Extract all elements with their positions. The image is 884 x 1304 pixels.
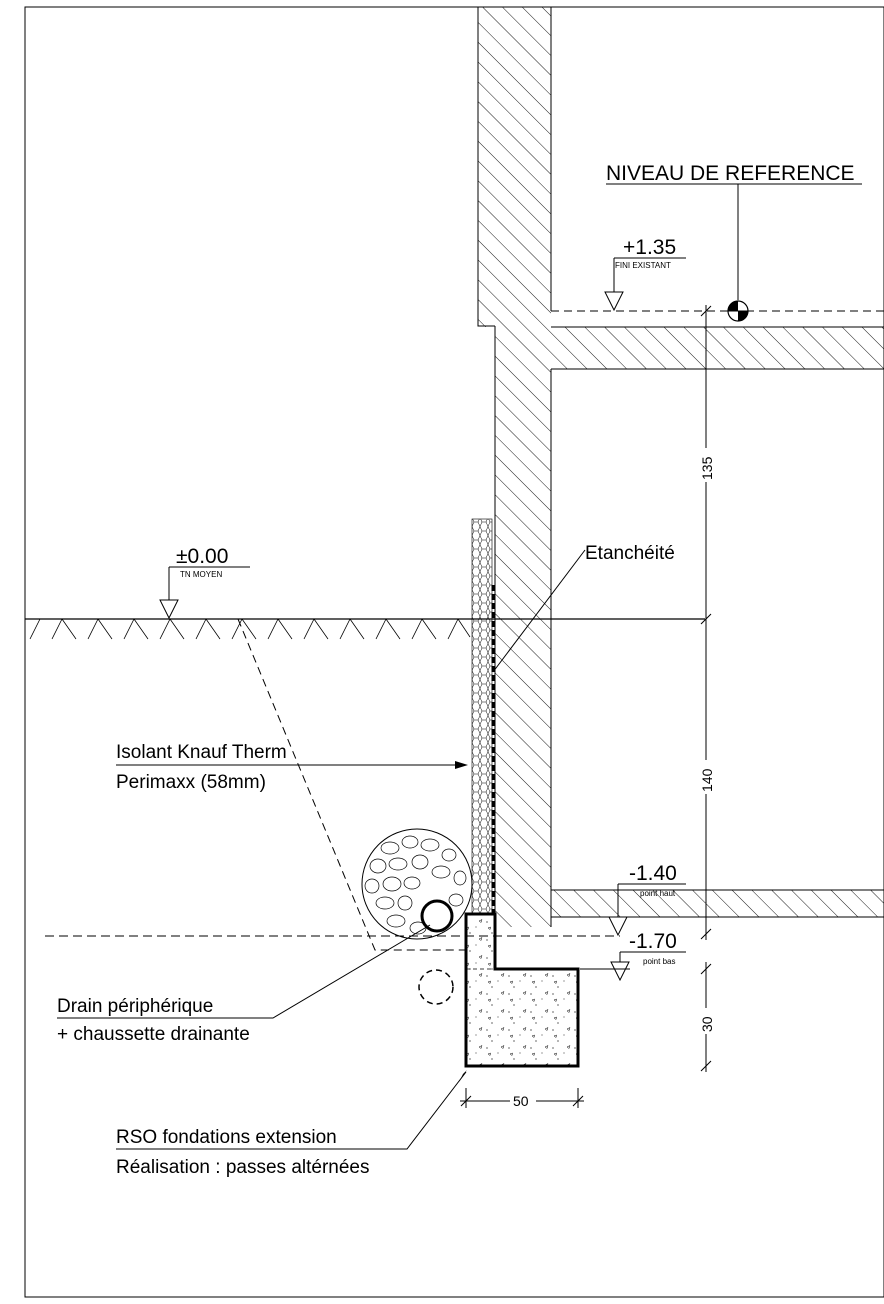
dim-140: 140	[699, 768, 715, 792]
rso-label-2: Réalisation : passes altérnées	[116, 1157, 369, 1178]
dim-30: 30	[699, 1016, 715, 1032]
gravel-drain-bed	[361, 828, 473, 940]
existing-wall-upper	[477, 7, 552, 327]
drain-callout: Drain périphérique + chaussette drainant…	[57, 924, 431, 1045]
level-low-sub: point bas	[643, 957, 675, 966]
foundation-wall	[494, 326, 552, 927]
dim-50: 50	[513, 1093, 529, 1109]
insulation-board	[471, 518, 493, 915]
level-zero-label: ±0.00	[176, 545, 228, 568]
footing-width-dimension: 50	[460, 1088, 584, 1109]
ground-line	[25, 618, 705, 640]
level-marker-low: -1.70 point bas	[580, 930, 686, 982]
drain-label-1: Drain périphérique	[57, 996, 213, 1017]
etancheite-callout: Etanchéité	[492, 543, 675, 673]
level-low-label: -1.70	[629, 930, 677, 953]
level-zero-sub: TN MOYEN	[180, 570, 222, 579]
level-marker-zero: ±0.00 TN MOYEN	[159, 545, 250, 620]
rso-callout: RSO fondations extension Réalisation : p…	[116, 1070, 467, 1178]
existing-floor-slab	[551, 310, 884, 370]
isolant-label-1: Isolant Knauf Therm	[116, 742, 287, 763]
drawing-frame	[24, 6, 884, 1298]
isolant-callout: Isolant Knauf Therm Perimaxx (58mm)	[116, 742, 468, 793]
etancheite-label: Etanchéité	[585, 543, 675, 564]
dim-135: 135	[699, 456, 715, 480]
isolant-label-2: Perimaxx (58mm)	[116, 772, 266, 793]
level-marker-mid: -1.40 point haut	[608, 862, 686, 937]
rso-label-1: RSO fondations extension	[116, 1127, 337, 1148]
drain-pipe-alt	[418, 969, 454, 1005]
reference-level: NIVEAU DE REFERENCE	[606, 162, 862, 322]
vertical-dimension: 135 140	[697, 305, 715, 940]
level-top-sub: FINI EXISTANT	[615, 261, 671, 270]
level-top-label: +1.35	[623, 236, 676, 259]
level-marker-top: +1.35 FINI EXISTANT	[604, 236, 686, 312]
drain-label-2: + chaussette drainante	[57, 1024, 250, 1045]
footing-height-dimension: 30	[697, 962, 715, 1072]
excavation-line	[237, 618, 466, 951]
niveau-reference-label: NIVEAU DE REFERENCE	[606, 162, 855, 185]
level-mid-label: -1.40	[629, 862, 677, 885]
footing	[464, 912, 580, 1068]
drain-pipe	[420, 899, 454, 933]
level-mid-sub: point haut	[640, 889, 676, 898]
lower-floor-slab	[551, 889, 884, 918]
